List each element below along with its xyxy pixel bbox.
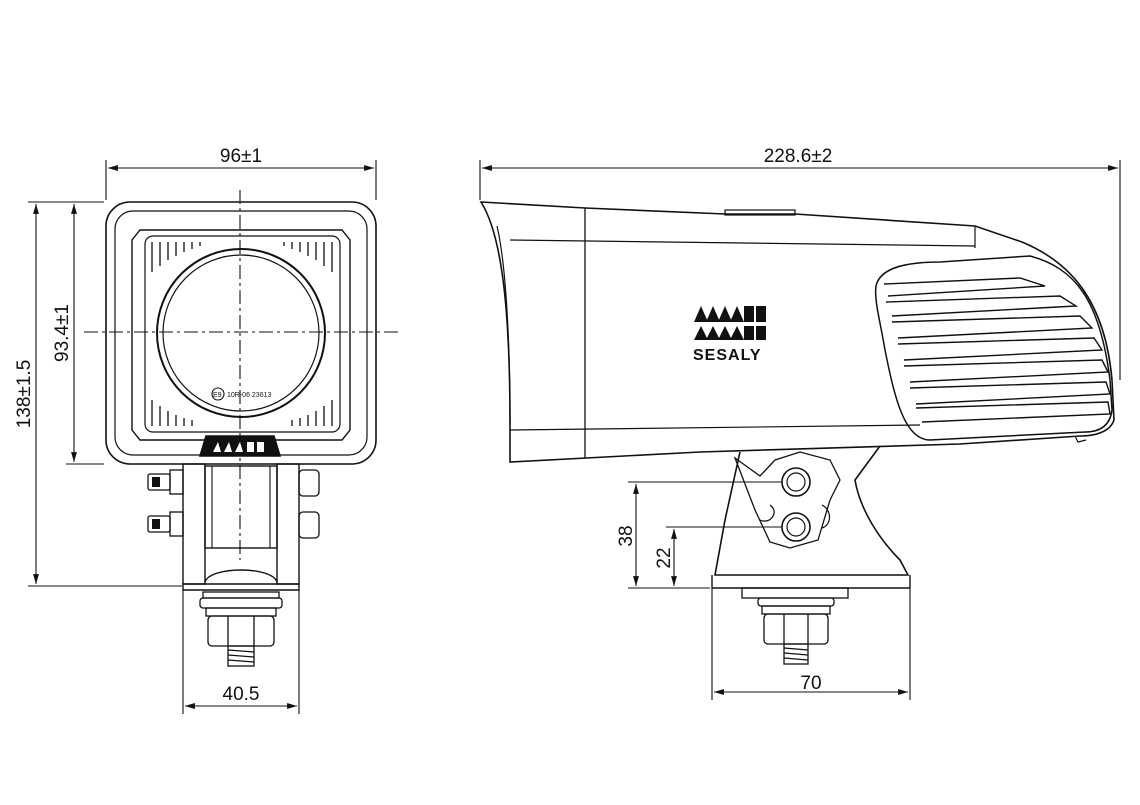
front-bracket-base [182,583,300,591]
front-dimensions [28,160,377,714]
side-brand-logo: SESALY [693,347,762,364]
front-bezel [131,229,351,441]
front-lens-frame [144,235,341,433]
front-bracket-left-plate [182,463,206,585]
front-lens-outer [156,248,326,418]
side-brand-logo-marks [694,306,766,340]
front-side-bolts [147,469,320,539]
front-lens-inner [162,254,320,412]
side-vent-slats [883,277,1111,423]
front-fins-bottom-right [291,400,333,426]
front-fins-top-right [283,242,333,272]
front-view [84,190,398,667]
side-dimensions [479,160,1121,700]
dim-label-lower-hole: 22 [654,547,675,568]
side-bracket [714,445,910,576]
front-fins-top-left [151,242,201,272]
dim-label-overall-height: 138±1.5 [14,360,35,429]
dim-label-base-width: 70 [800,673,821,694]
side-mount-stud [741,587,849,665]
approval-mark-symbol: E9 [213,392,222,399]
approval-mark-circle [211,387,225,401]
side-lower-hole [781,512,811,542]
side-vent-hood [874,255,1113,441]
dim-label-upper-hole: 38 [616,525,637,546]
dim-label-length: 228.6±2 [764,146,833,167]
dim-label-width: 96±1 [220,146,262,167]
front-fins-bottom-left [151,400,193,426]
front-bracket-center [204,465,278,549]
side-housing-body [479,201,1115,463]
front-logo-marks [213,442,264,452]
dim-label-bracket-width: 40.5 [223,684,260,705]
front-housing-outer [105,201,377,465]
dim-label-housing-height: 93.4±1 [52,304,73,362]
side-view [479,201,1115,665]
side-upper-hole [781,467,811,497]
front-housing-inner [114,210,368,456]
front-mount-stud [199,591,283,667]
front-bracket-right-plate [276,463,300,585]
approval-mark-number: 10R-06 23613 [227,392,271,399]
